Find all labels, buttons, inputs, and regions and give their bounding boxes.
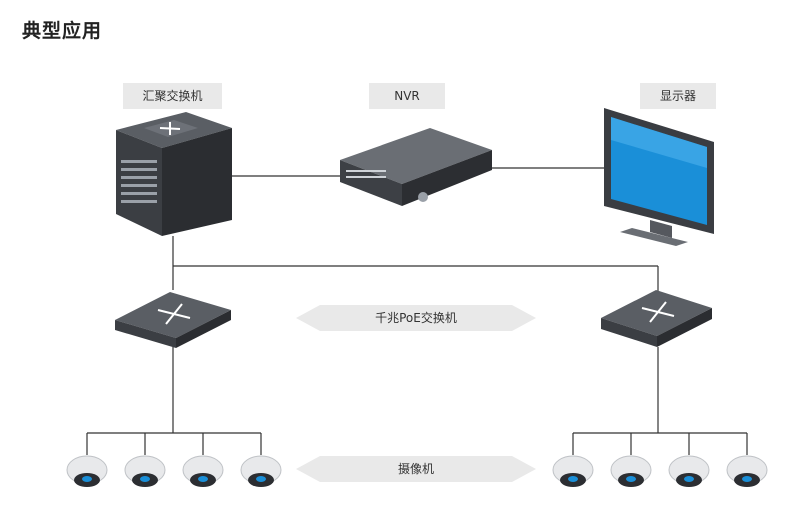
dome-camera-icon [66, 455, 108, 487]
core-switch-label: 汇聚交换机 [123, 83, 222, 109]
camera-group-right [552, 455, 768, 487]
dome-camera-icon [610, 455, 652, 487]
monitor-icon [604, 108, 714, 246]
dome-camera-icon [668, 455, 710, 487]
dome-camera-icon [552, 455, 594, 487]
nvr-icon [340, 128, 492, 206]
camera-group-left [66, 455, 282, 487]
poe-switch-label-arrow: 千兆PoE交换机 [296, 305, 536, 331]
connection-lines [86, 167, 748, 455]
dome-camera-icon [240, 455, 282, 487]
monitor-label: 显示器 [640, 83, 716, 109]
dome-camera-icon [182, 455, 224, 487]
poe-switch-right-icon [601, 290, 712, 347]
core-switch-icon [116, 112, 232, 236]
dome-camera-icon [726, 455, 768, 487]
poe-switch-left-icon [115, 292, 231, 348]
page-title: 典型应用 [22, 20, 103, 42]
camera-label-arrow: 摄像机 [296, 456, 536, 482]
dome-camera-icon [124, 455, 166, 487]
nvr-label: NVR [369, 83, 445, 109]
